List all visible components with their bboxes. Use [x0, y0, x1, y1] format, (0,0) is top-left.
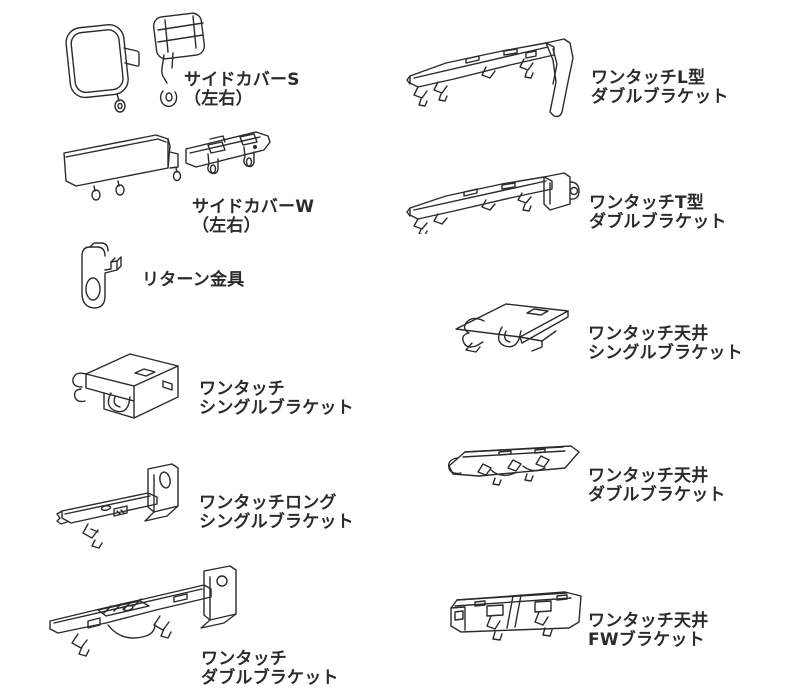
one-touch-ceiling-fw-bracket-drawing [450, 591, 582, 641]
label-line: シングルブラケット [199, 512, 354, 532]
label-line: FWブラケット [588, 630, 705, 650]
label-line: サイドカバーS [184, 70, 300, 90]
label-line: ダブルブラケット [588, 485, 726, 505]
side-cover-s-drawing [65, 12, 206, 113]
label-line: ワンタッチ [201, 649, 287, 669]
one-touch-single-bracket-drawing [72, 353, 179, 419]
one-touch-long-single-bracket-drawing [56, 463, 179, 549]
label-one-touch-l-double-bracket: ワンタッチL型 ダブルブラケット [591, 69, 729, 107]
label-line: ダブルブラケット [589, 212, 727, 232]
label-line: ワンタッチ天井 [588, 466, 709, 486]
label-one-touch-ceiling-fw-bracket: ワンタッチ天井 FWブラケット [588, 612, 708, 650]
label-line: ワンタッチ [199, 379, 285, 399]
label-side-cover-s: サイドカバーS （左右） [184, 71, 300, 109]
label-one-touch-ceiling-single-bracket: ワンタッチ天井 シングルブラケット [588, 325, 743, 363]
label-line: シングルブラケット [199, 398, 354, 418]
one-touch-l-double-bracket-drawing [406, 38, 574, 118]
label-one-touch-single-bracket: ワンタッチ シングルブラケット [199, 380, 354, 418]
label-line: ワンタッチ天井 [588, 324, 709, 344]
label-side-cover-w: サイドカバーW （左右） [192, 198, 314, 236]
side-cover-w-drawing [63, 131, 271, 201]
one-touch-ceiling-double-bracket-drawing [447, 445, 580, 486]
label-one-touch-t-double-bracket: ワンタッチT型 ダブルブラケット [589, 194, 727, 232]
label-line: ワンタッチロング [199, 493, 337, 513]
label-line: サイドカバーW [192, 197, 315, 217]
label-one-touch-long-single-bracket: ワンタッチロング シングルブラケット [199, 494, 354, 532]
label-line: ダブルブラケット [201, 668, 339, 688]
label-line: （左右） [192, 216, 261, 236]
label-line: ワンタッチL型 [591, 68, 706, 88]
label-line: ワンタッチ天井 [588, 611, 709, 631]
return-fitting-drawing [81, 242, 122, 309]
label-line: シングルブラケット [588, 343, 743, 363]
label-line: ワンタッチT型 [589, 193, 704, 213]
one-touch-double-bracket-drawing [49, 565, 237, 657]
label-return-fitting: リターン金具 [142, 271, 244, 290]
label-line: （左右） [184, 89, 253, 109]
label-one-touch-double-bracket: ワンタッチ ダブルブラケット [201, 650, 339, 688]
label-line: ダブルブラケット [591, 87, 729, 107]
one-touch-t-double-bracket-drawing [406, 172, 580, 234]
label-line: リターン金具 [142, 270, 245, 290]
one-touch-ceiling-single-bracket-drawing [455, 303, 569, 353]
label-one-touch-ceiling-double-bracket: ワンタッチ天井 ダブルブラケット [588, 467, 726, 505]
